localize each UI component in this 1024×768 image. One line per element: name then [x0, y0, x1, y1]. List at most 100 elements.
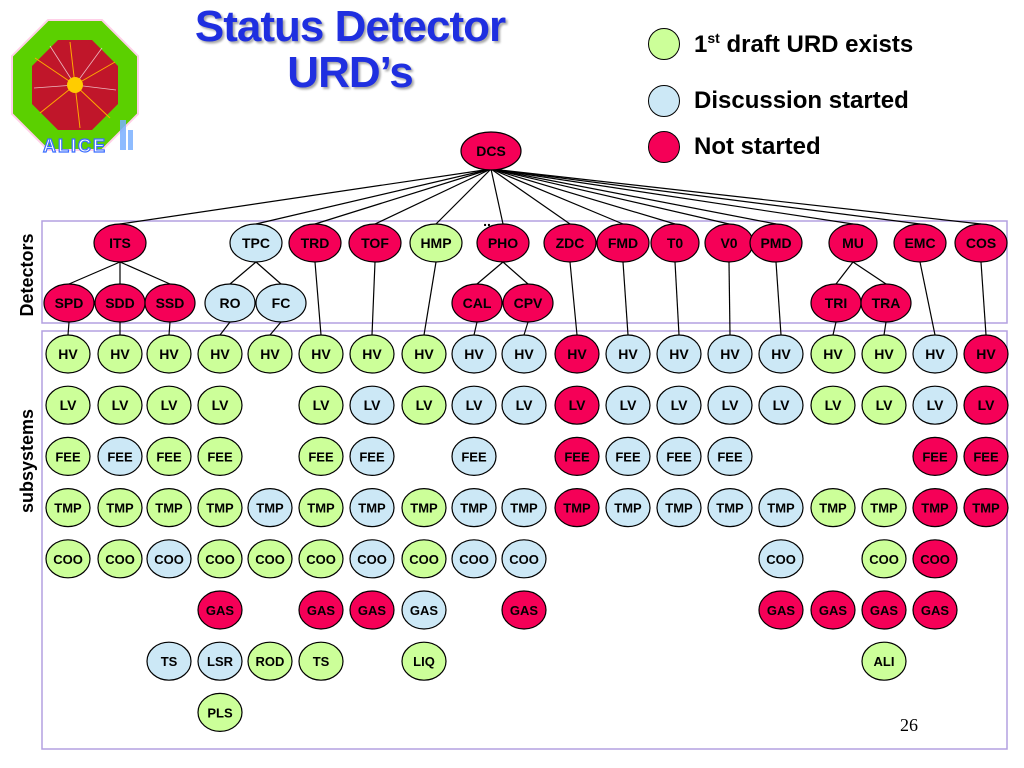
node-lv-ro-label: LV	[212, 397, 230, 413]
node-hv-zdc-label: HV	[567, 346, 587, 362]
edge-ssd-subsystems	[168, 321, 171, 336]
node-coo-pmd: COO	[758, 539, 804, 579]
node-subdetector-tri-label: TRI	[825, 295, 848, 311]
node-detector-pmd: PMD	[749, 223, 803, 263]
node-hv-spd-label: HV	[58, 346, 78, 362]
node-detector-its: ITS	[93, 223, 147, 263]
node-coo-spd: COO	[45, 539, 91, 579]
node-subdetector-ro-label: RO	[220, 295, 241, 311]
node-detector-fmd-label: FMD	[608, 235, 638, 251]
node-lv-emc: LV	[912, 385, 958, 425]
node-lv-zdc-shape	[554, 385, 600, 425]
node-lv-tri-shape	[810, 385, 856, 425]
node-detector-emc-shape	[893, 223, 947, 263]
node-gas-pmd-label: GAS	[767, 603, 796, 618]
node-coo-cpv-shape	[501, 539, 547, 579]
node-fee-cos-label: FEE	[973, 449, 999, 464]
node-lv-cpv-label: LV	[516, 397, 534, 413]
node-tmp-v0-label: TMP	[716, 501, 744, 516]
edge-dcs-t0	[490, 168, 676, 225]
node-hv-hmp: HV	[401, 334, 447, 374]
node-hv-fc-shape	[247, 334, 293, 374]
node-detector-trd-shape	[288, 223, 342, 263]
node-detector-t0-label: T0	[667, 235, 684, 251]
node-detector-emc-label: EMC	[904, 235, 935, 251]
node-hv-zdc: HV	[554, 334, 600, 374]
node-coo-hmp-shape	[401, 539, 447, 579]
node-liq-hmp-shape	[401, 641, 447, 681]
node-gas-trd-label: GAS	[307, 603, 336, 618]
node-lv-pmd-shape	[758, 385, 804, 425]
node-lv-hmp-label: LV	[416, 397, 434, 413]
legend-item-discussion: Discussion started	[648, 84, 909, 118]
node-hv-v0-shape	[707, 334, 753, 374]
node-gas-tra: GAS	[861, 590, 907, 630]
node-hv-emc-shape	[912, 334, 958, 374]
node-tmp-cpv-label: TMP	[510, 501, 538, 516]
node-fee-ssd: FEE	[146, 436, 192, 476]
node-lsr-ro-label: LSR	[207, 654, 234, 669]
node-lv-tra-label: LV	[876, 397, 894, 413]
node-subdetector-cpv-label: CPV	[514, 295, 543, 311]
node-lv-ssd-shape	[146, 385, 192, 425]
node-fee-ssd-label: FEE	[156, 449, 182, 464]
node-tmp-tri-label: TMP	[819, 501, 847, 516]
legend-dot-blue-icon	[648, 85, 680, 117]
node-subdetector-fc: FC	[255, 283, 307, 323]
node-coo-ssd: COO	[146, 539, 192, 579]
node-subdetector-cpv: CPV	[502, 283, 554, 323]
node-tmp-fc: TMP	[247, 488, 293, 528]
node-hv-cal-label: HV	[464, 346, 484, 362]
node-ts-trd: TS	[298, 641, 344, 681]
node-hv-cos-label: HV	[976, 346, 996, 362]
node-hv-ssd-label: HV	[159, 346, 179, 362]
node-fee-emc-label: FEE	[922, 449, 948, 464]
node-fee-v0-shape	[707, 436, 753, 476]
edge-dcs-its	[119, 168, 492, 225]
node-subdetector-fc-label: FC	[272, 295, 291, 311]
legend-label-discussion: Discussion started	[694, 87, 909, 114]
node-coo-cal: COO	[451, 539, 497, 579]
node-tmp-sdd-shape	[97, 488, 143, 528]
node-tmp-ro-label: TMP	[206, 501, 234, 516]
subsystems-axis-label: subsystems	[17, 408, 37, 514]
node-gas-hmp-label: GAS	[410, 603, 439, 618]
node-tmp-tri: TMP	[810, 488, 856, 528]
node-detector-pmd-label: PMD	[760, 235, 791, 251]
ellipsis-text: ..	[483, 213, 491, 229]
node-hv-cpv: HV	[501, 334, 547, 374]
node-tmp-sdd: TMP	[97, 488, 143, 528]
node-hv-pmd-shape	[758, 334, 804, 374]
edge-pho-cal	[476, 261, 504, 285]
node-ts-ssd-shape	[146, 641, 192, 681]
node-hv-fmd-label: HV	[618, 346, 638, 362]
node-tmp-t0: TMP	[656, 488, 702, 528]
node-subdetector-ssd-label: SSD	[156, 295, 185, 311]
node-fee-sdd-shape	[97, 436, 143, 476]
node-fee-tof: FEE	[349, 436, 395, 476]
node-lv-v0-shape	[707, 385, 753, 425]
node-fee-fmd-shape	[605, 436, 651, 476]
edge-dcs-tof	[374, 168, 492, 225]
node-detector-zdc-label: ZDC	[556, 235, 585, 251]
alice-logo-text: ALICE	[43, 136, 107, 156]
edge-spd-subsystems	[67, 321, 70, 336]
node-lv-pmd-label: LV	[773, 397, 791, 413]
node-tmp-ssd: TMP	[146, 488, 192, 528]
node-detector-emc: EMC	[893, 223, 947, 263]
node-lv-trd-label: LV	[313, 397, 331, 413]
node-gas-tri-shape	[810, 590, 856, 630]
node-coo-fc: COO	[247, 539, 293, 579]
node-tmp-sdd-label: TMP	[106, 501, 134, 516]
node-coo-cpv: COO	[501, 539, 547, 579]
node-lv-ro-shape	[197, 385, 243, 425]
node-coo-spd-shape	[45, 539, 91, 579]
node-liq-hmp: LIQ	[401, 641, 447, 681]
node-lsr-ro: LSR	[197, 641, 243, 681]
node-lv-cpv-shape	[501, 385, 547, 425]
node-lv-pmd: LV	[758, 385, 804, 425]
node-fee-trd-shape	[298, 436, 344, 476]
node-tmp-cpv-shape	[501, 488, 547, 528]
node-dcs-shape	[460, 131, 522, 171]
